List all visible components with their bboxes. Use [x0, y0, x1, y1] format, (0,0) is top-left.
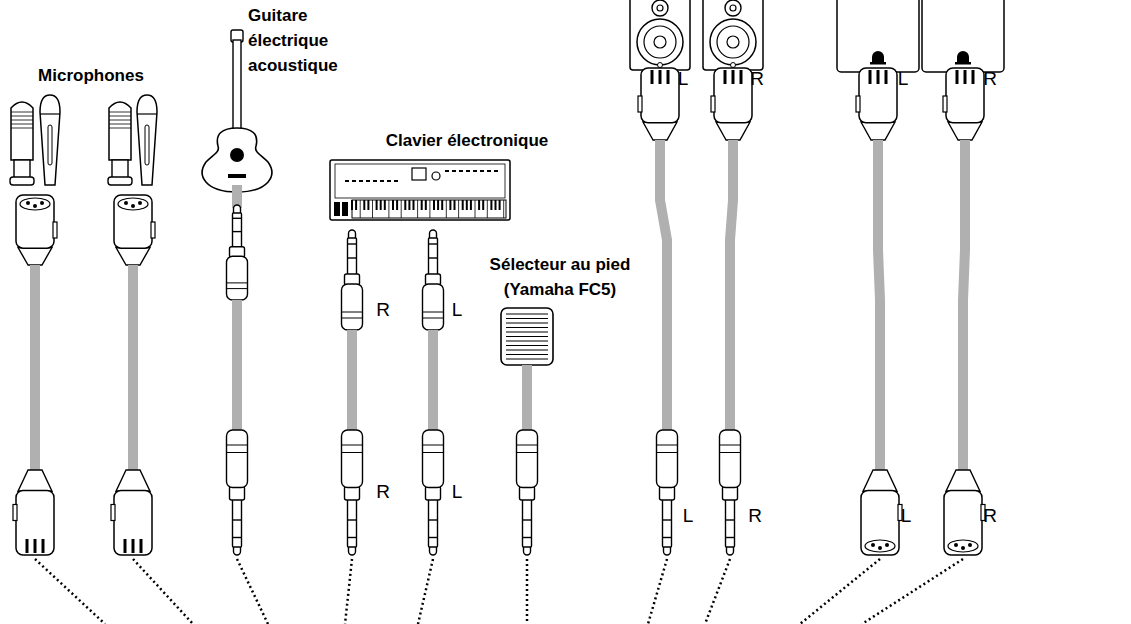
jack-plug [227, 430, 248, 555]
jack-plug [423, 230, 444, 330]
pa-speaker [922, 0, 1004, 72]
xlr-male-plug [711, 68, 752, 140]
jack-plug [342, 230, 363, 330]
handheld-microphone [137, 95, 157, 185]
xlr-female-plug [944, 470, 985, 555]
label-holder: Microphones [38, 63, 144, 88]
dotted-link [705, 559, 730, 624]
label-holder: L [901, 505, 912, 527]
cable [128, 265, 138, 470]
monitor-speaker [630, 0, 690, 70]
jack-plug [517, 430, 538, 555]
foot-switch [501, 308, 553, 365]
xlr-male-plug [13, 470, 54, 555]
channel-label: R [376, 299, 390, 321]
cable [660, 140, 667, 430]
xlr-female-plug [861, 470, 902, 555]
dotted-link [237, 559, 268, 624]
xlr-male-plug [111, 470, 152, 555]
dotted-link [345, 559, 352, 624]
xlr-male-plug [856, 68, 897, 140]
device-label: Clavier électronique [386, 128, 549, 153]
device-label: Guitare électrique acoustique [248, 3, 358, 78]
handheld-microphone [40, 95, 60, 185]
label-holder: R [376, 299, 390, 321]
channel-label: L [898, 68, 909, 90]
label-holder: L [452, 481, 463, 503]
label-holder: Sélecteur au pied (Yamaha FC5) [474, 252, 646, 302]
cable [347, 330, 357, 430]
channel-label: R [376, 481, 390, 503]
label-holder: R [983, 68, 997, 90]
channel-label: R [983, 505, 997, 527]
device-label: Sélecteur au pied (Yamaha FC5) [474, 252, 646, 302]
cable [428, 330, 438, 430]
channel-label: L [452, 481, 463, 503]
label-holder: L [683, 505, 694, 527]
condenser-microphone [10, 102, 34, 185]
jack-plug [342, 430, 363, 555]
xlr-female-plug [16, 195, 57, 265]
condenser-microphone [108, 102, 132, 185]
xlr-female-plug [114, 195, 155, 265]
cable [232, 300, 242, 430]
channel-label: R [750, 68, 764, 90]
xlr-male-plug [943, 68, 984, 140]
dotted-link [648, 559, 667, 624]
xlr-male-plug [638, 68, 679, 140]
dotted-link [800, 559, 880, 624]
electronic-keyboard [330, 160, 510, 220]
cable [30, 265, 40, 470]
channel-label: L [678, 68, 689, 90]
dotted-link [418, 559, 433, 624]
cable [963, 140, 965, 470]
jack-plug [720, 430, 741, 555]
cable [522, 365, 532, 430]
channel-label: R [983, 68, 997, 90]
dotted-link [526, 559, 529, 624]
monitor-speaker [703, 0, 763, 70]
channel-label: R [748, 505, 762, 527]
label-holder: L [452, 299, 463, 321]
pa-speaker [837, 0, 919, 72]
dotted-link [35, 559, 105, 624]
label-holder: R [748, 505, 762, 527]
channel-label: L [452, 299, 463, 321]
cable [878, 140, 880, 470]
label-holder: R [750, 68, 764, 90]
dotted-link [133, 559, 193, 624]
label-holder: Guitare électrique acoustique [248, 3, 358, 78]
dotted-link [862, 559, 963, 624]
jack-plug [657, 430, 678, 555]
label-holder: R [376, 481, 390, 503]
jack-plug [423, 430, 444, 555]
device-label: Microphones [38, 63, 144, 88]
label-holder: Clavier électronique [386, 128, 549, 153]
acoustic-guitar [202, 30, 271, 192]
label-holder: R [983, 505, 997, 527]
label-holder: L [678, 68, 689, 90]
jack-plug [227, 205, 248, 300]
channel-label: L [901, 505, 912, 527]
label-holder: L [898, 68, 909, 90]
cable [730, 140, 733, 430]
channel-label: L [683, 505, 694, 527]
